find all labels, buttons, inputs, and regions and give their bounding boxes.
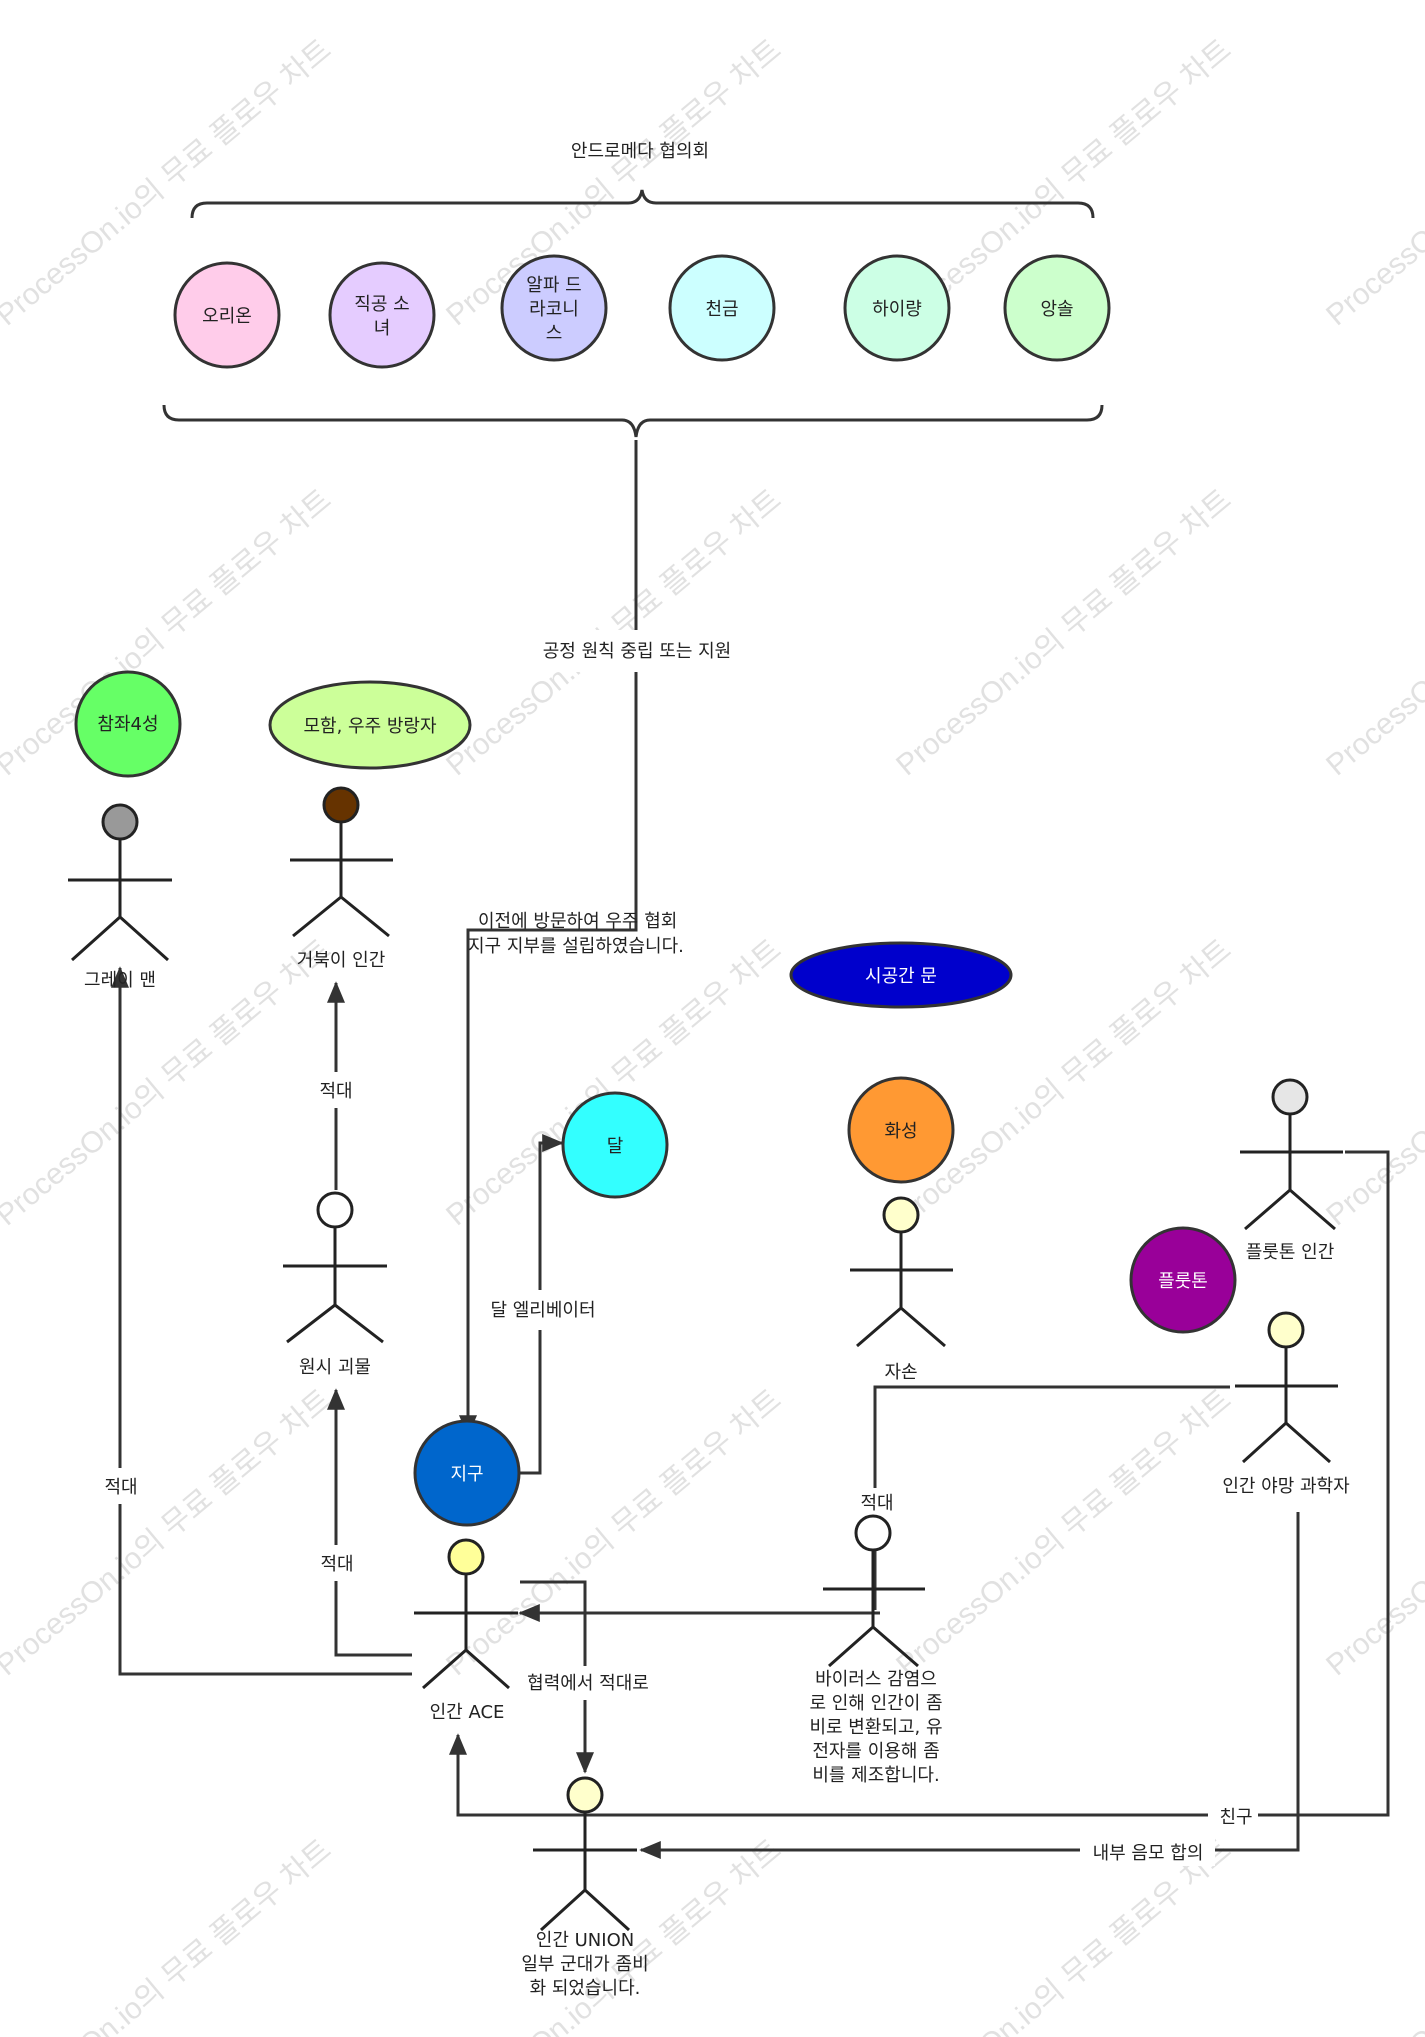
svg-text:참좌4성: 참좌4성 [97,714,158,735]
watermark-text: ProcessOn.io의 무료 플로우 차트 [0,1383,338,1682]
actor-grey-man[interactable]: 그레이 맨 [68,803,172,991]
svg-text:플룻톤: 플룻톤 [1158,1271,1208,1292]
svg-text:직공 소녀: 직공 소녀 [354,294,409,339]
svg-text:모함, 우주 방랑자: 모함, 우주 방랑자 [303,716,437,737]
svg-text:플룻톤 인간: 플룻톤 인간 [1246,1242,1335,1263]
edge-label-neutral: 공정 원칙 중립 또는 지원 [543,641,732,662]
svg-text:인간 ACE: 인간 ACE [430,1702,505,1723]
svg-text:지구: 지구 [450,1464,483,1485]
svg-text:달: 달 [607,1136,624,1157]
watermark-text: ProcessOn.io의 무료 플로우 차트 [1320,33,1425,332]
edge-label-hostile-turtle: 적대 [319,1081,352,1102]
edge-ace-to-union [520,1580,594,1774]
actor-human-ace[interactable]: 인간 ACE [414,1538,518,1723]
council-title: 안드로메다 협의회 [571,141,709,162]
watermark-text: ProcessOn.io의 무료 플로우 차트 [1320,483,1425,782]
watermark-text: ProcessOn.io의 무료 플로우 차트 [890,483,1237,782]
edge-label-bg [475,1290,615,1330]
actor-primitive-monster[interactable]: 원시 괴물 [283,1191,387,1378]
watermark-text: ProcessOn.io의 무료 플로우 차트 [1320,1383,1425,1682]
node-chamjwa[interactable]: 참좌4성 [74,670,182,778]
edge-label-bg [512,1666,662,1700]
node-adventure[interactable]: 모함, 우주 방랑자 [268,680,472,770]
svg-text:시공간 문: 시공간 문 [865,966,937,987]
node-earth[interactable]: 지구 [413,1419,521,1527]
edge-label-bg [1080,1836,1215,1866]
svg-text:그레이 맨: 그레이 맨 [84,970,156,991]
actor-ambitious-scientist[interactable]: 인간 야망 과학자 [1222,1311,1350,1497]
edge-label-bg [310,1545,362,1581]
watermark-text: ProcessOn.io의 무료 플로우 차트 [0,933,338,1232]
svg-text:앙솔: 앙솔 [1040,299,1073,320]
watermark-text: ProcessOn.io의 무료 플로우 차트 [1320,1833,1425,2037]
council-member-cheongeum[interactable]: 천금 [668,254,776,362]
svg-text:거북이 인간: 거북이 인간 [297,950,386,971]
edge-label-hostile-descendant: 적대 [860,1493,893,1514]
edge-ace-to-primitive [327,1388,412,1657]
edge-label-hostile-primitive: 적대 [320,1554,353,1575]
edge-secret [639,1512,1300,1859]
watermark-text: ProcessOn.io의 무료 플로우 차트 [0,33,338,332]
edge-label-bg [310,1072,362,1108]
actor-pluto-human[interactable]: 플룻톤 인간 [1240,1078,1343,1263]
watermark-text: ProcessOn.io의 무료 플로우 차트 [0,1833,338,2037]
council-member-haiyang[interactable]: 하이량 [843,254,951,362]
council-member-angsol[interactable]: 앙솔 [1003,254,1111,362]
node-spacetime-gate[interactable]: 시공간 문 [789,941,1013,1009]
edge-council-to-earth [459,440,638,1437]
actor-descendant[interactable]: 자손 [850,1196,953,1383]
actor-turtle-human[interactable]: 거북이 인간 [290,786,393,971]
edge-label-secret: 내부 음모 합의 [1093,1843,1204,1864]
edge-ace-to-grey [111,966,412,1676]
council-member-orion[interactable]: 오리온 [173,261,281,369]
svg-text:인간 야망 과학자: 인간 야망 과학자 [1222,1476,1350,1497]
svg-text:화성: 화성 [884,1121,917,1142]
svg-text:천금: 천금 [705,299,738,320]
edge-label-coop-hostile: 협력에서 적대로 [527,1673,649,1694]
edge-label-bg [1208,1800,1258,1830]
watermark-text: ProcessOn.io의 무료 플로우 차트 [890,1383,1237,1682]
svg-text:오리온: 오리온 [202,306,252,327]
edge-label-friend: 친구 [1219,1807,1252,1828]
edge-label-bg [515,630,765,672]
edge-label-hostile-grey: 적대 [104,1477,137,1498]
edge-label-elevator: 달 엘리베이터 [490,1300,595,1321]
watermark-text: ProcessOn.io의 무료 플로우 차트 [1320,933,1425,1232]
node-mars[interactable]: 화성 [847,1076,955,1184]
svg-text:하이량: 하이량 [872,299,922,320]
svg-text:원시 괴물: 원시 괴물 [299,1357,371,1378]
node-moon[interactable]: 달 [561,1091,669,1199]
node-pluto[interactable]: 플룻톤 [1129,1226,1237,1334]
council-bottom-brace [162,404,1104,438]
council-top-brace [190,189,1095,219]
edge-label-bg [95,1468,147,1504]
svg-text:자손: 자손 [884,1362,917,1383]
edge-friend [449,1150,1390,1817]
